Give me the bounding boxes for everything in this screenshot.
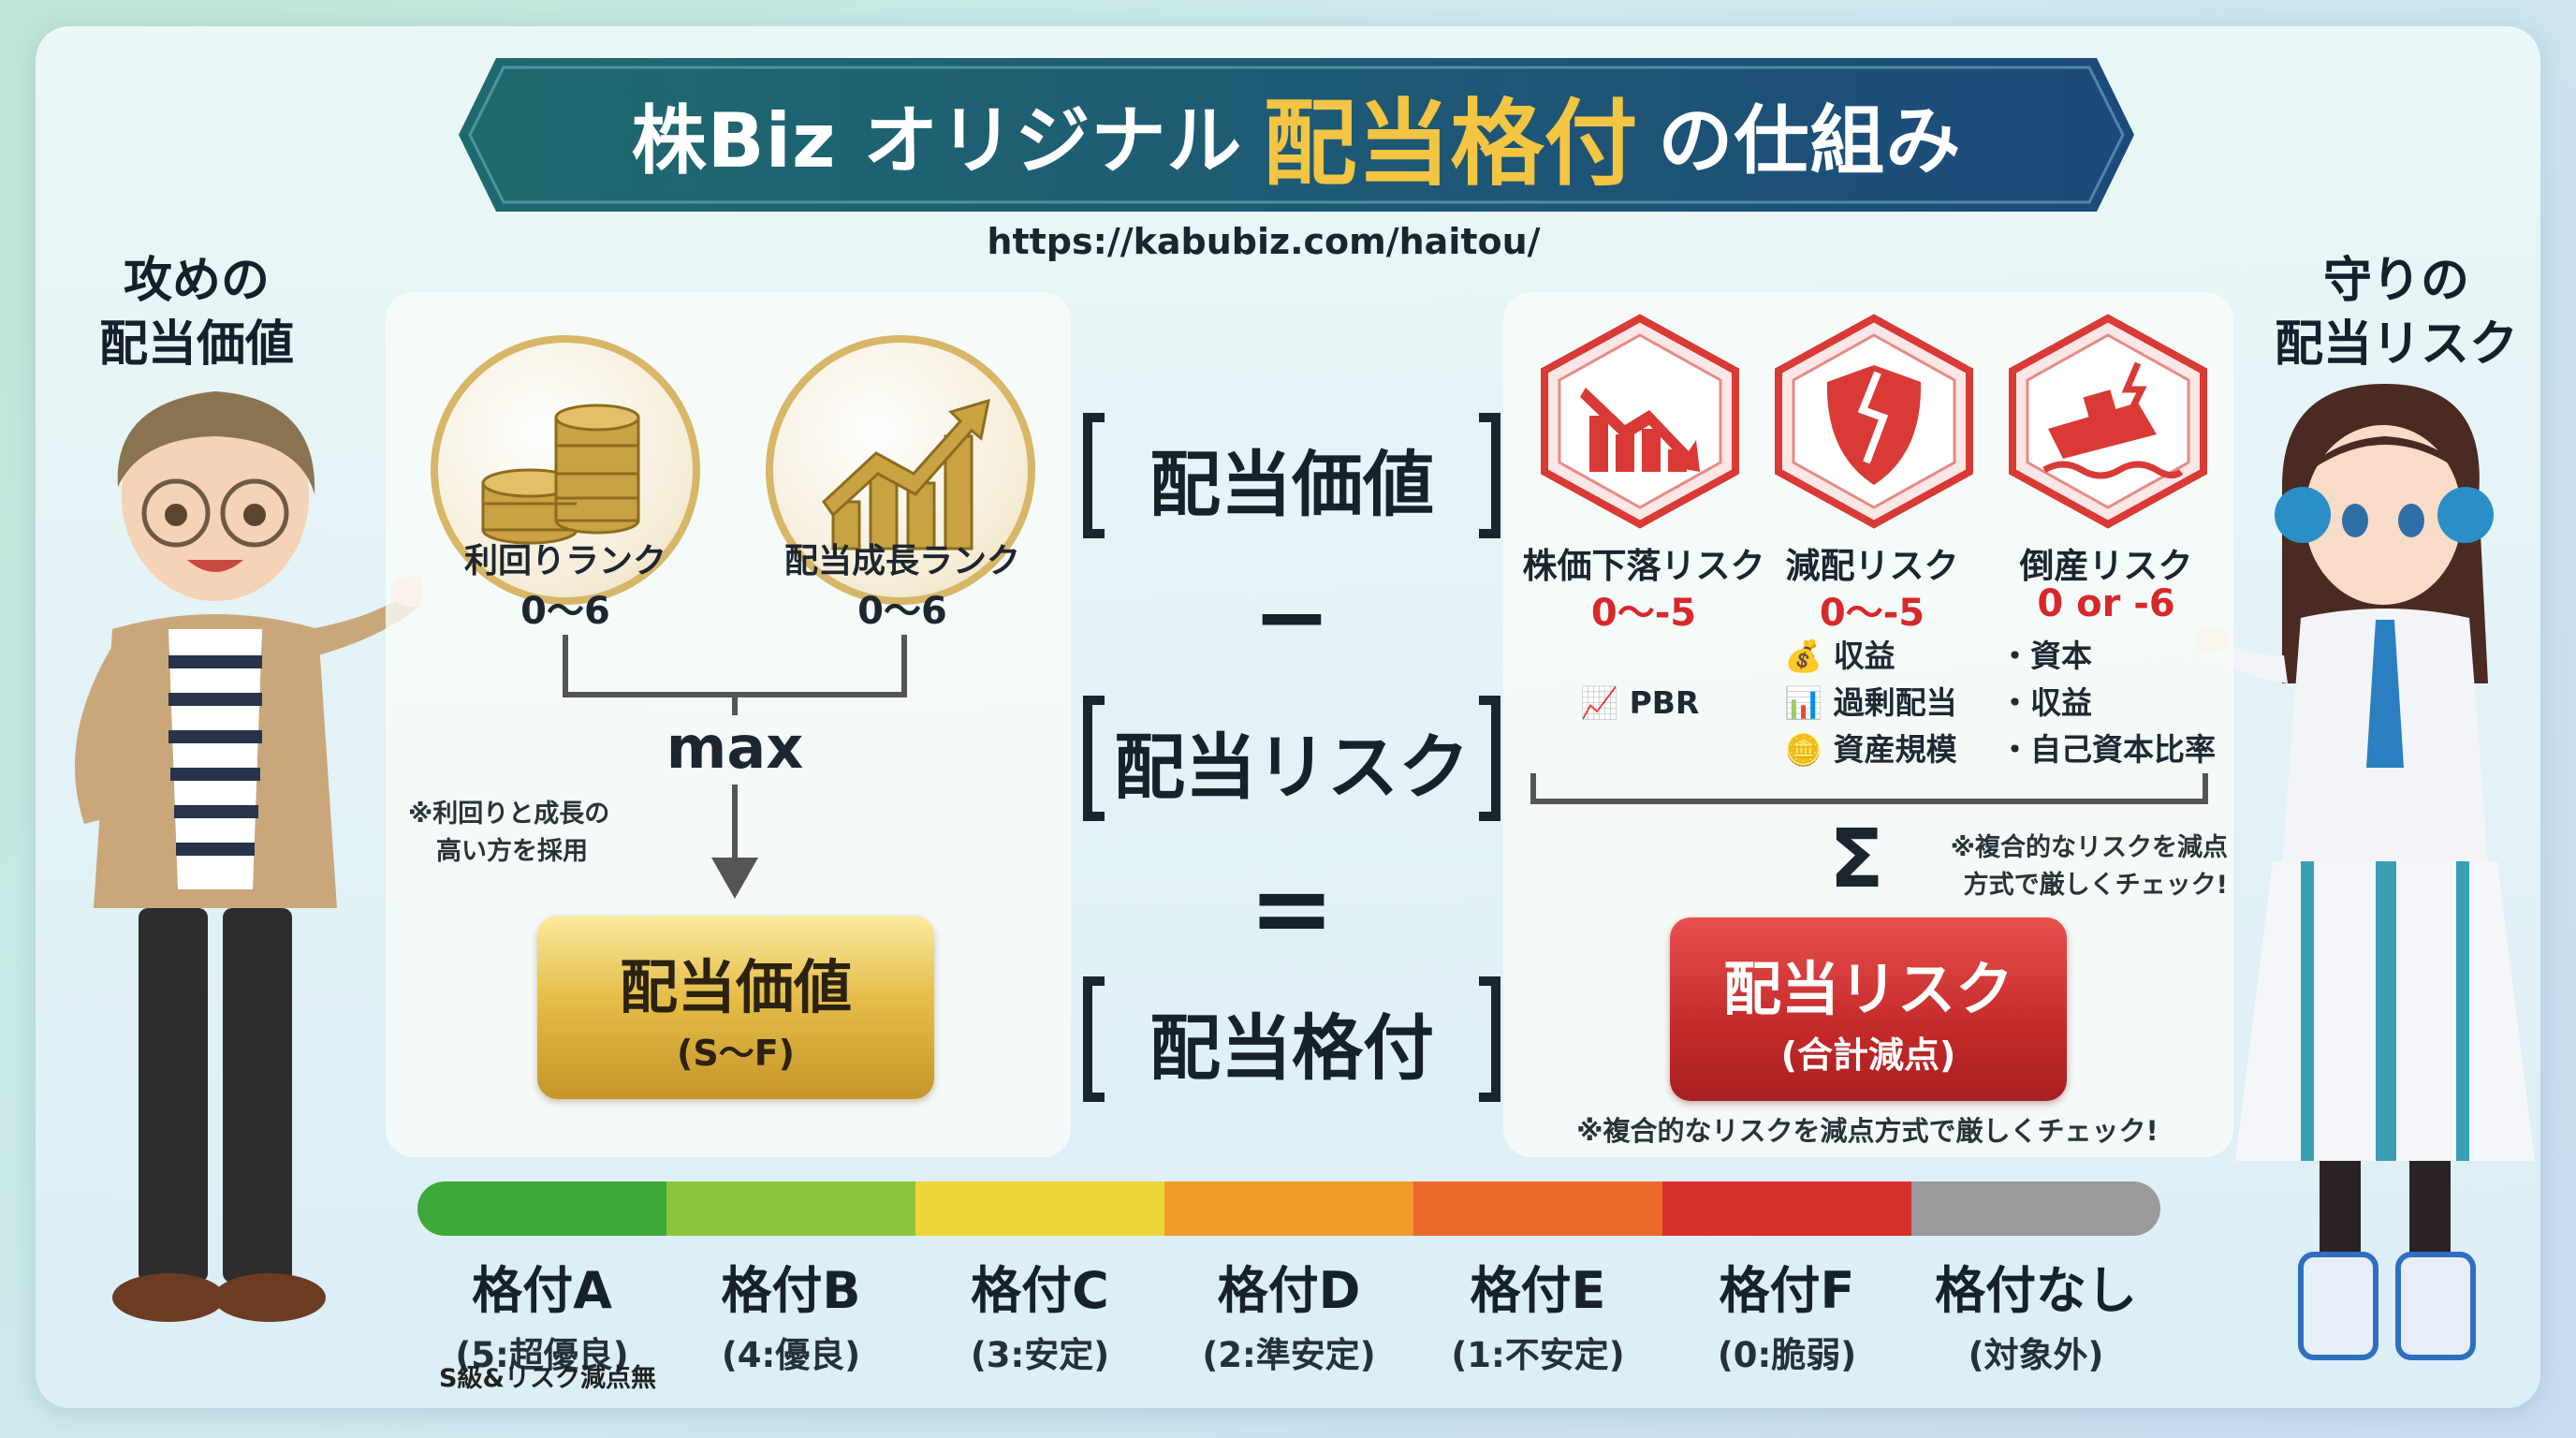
stock-drop-risk-range: 0〜-5: [1590, 592, 1697, 635]
right-label: 守りの 配当リスク: [2274, 253, 2518, 373]
grade-name: 格付なし: [1935, 1261, 2137, 1320]
money-bag-icon: 💰: [1784, 638, 1823, 674]
grade-a-note: S級&リスク減点無: [439, 1364, 656, 1393]
coins-icon: [431, 335, 700, 605]
growth-rank-range: 0〜6: [857, 590, 947, 633]
grade-5: 格付F (0:脆弱): [1665, 1249, 1909, 1377]
title-highlight: 配当格付: [1263, 88, 1638, 198]
factor-pbr: 📈 PBR: [1580, 684, 1700, 721]
max-operator: max: [666, 713, 804, 782]
value-result-box: 配当価値 (S〜F): [537, 916, 934, 1099]
growth-chart-icon: [766, 335, 1035, 605]
grade-desc: (2:準安定): [1202, 1335, 1376, 1375]
sigma-note: ※複合的なリスクを減点 方式で厳しくチェック!: [1950, 833, 2228, 900]
scale-segment-4: [1413, 1181, 1662, 1236]
formula-brackets: [1083, 413, 1500, 1102]
value-note: ※利回りと成長の 高い方を採用: [408, 800, 610, 866]
grade-4: 格付E (1:不安定): [1416, 1249, 1660, 1377]
sinking-ship-icon: [2009, 314, 2207, 529]
stock-drop-icon: [1541, 314, 1739, 529]
grade-desc: (1:不安定): [1451, 1335, 1625, 1375]
broken-shield-icon: [1775, 314, 1973, 529]
grade-name: 格付F: [1719, 1261, 1855, 1320]
max-bracket-arrow: [563, 635, 907, 899]
grade-name: 格付D: [1217, 1261, 1361, 1320]
grade-0: 格付A (5:超優良): [420, 1249, 664, 1377]
grade-6: 格付なし (対象外): [1914, 1249, 2158, 1377]
formula-minus: −: [1252, 562, 1331, 671]
dividend-cut-risk-range: 0〜-5: [1819, 592, 1925, 635]
grade-name: 格付C: [971, 1261, 1109, 1320]
title-suffix: の仕組み: [1658, 97, 1962, 184]
bar-chart-icon: 📊: [1784, 684, 1823, 721]
formula-equals: =: [1248, 848, 1336, 968]
yield-rank-label: 利回りランク: [463, 542, 666, 580]
dividend-cut-risk-label: 減配リスク: [1785, 546, 1959, 586]
woman-character-illustration: [2198, 384, 2535, 1360]
formula-risk: 配当リスク: [1114, 726, 1470, 809]
risk-result-box: 配当リスク (合計減点): [1670, 917, 2067, 1101]
man-character-illustration: [75, 391, 421, 1322]
grade-name: 格付A: [472, 1261, 612, 1320]
bankruptcy-risk-range: 0 or -6: [2037, 582, 2175, 625]
grade-desc: (0:脆弱): [1717, 1335, 1857, 1375]
grade-name: 格付B: [721, 1261, 861, 1320]
growth-rank-label: 配当成長ランク: [783, 542, 1020, 580]
chart-icon: 📈: [1580, 684, 1619, 721]
risk-sum-bracket: [1530, 773, 2208, 804]
scale-segment-6: [1911, 1181, 2160, 1236]
scale-segment-0: [417, 1181, 666, 1236]
scale-segment-2: [915, 1181, 1164, 1236]
grade-2: 格付C (3:安定): [918, 1249, 1162, 1377]
sigma-symbol: Σ: [1829, 813, 1884, 906]
yield-rank-range: 0〜6: [520, 590, 610, 633]
grade-desc: (5:超優良): [455, 1335, 629, 1375]
title-prefix: 株Biz オリジナル: [631, 97, 1243, 184]
dividend-cut-factors: 💰 収益 📊 過剰配当 🪙 資産規模: [1784, 638, 1957, 768]
coin-stack-icon: 🪙: [1784, 731, 1823, 768]
left-label: 攻めの 配当価値: [98, 253, 294, 373]
grade-desc: (4:優良): [721, 1335, 861, 1375]
title-banner: 株Biz オリジナル 配当格付 の仕組み: [459, 58, 2134, 212]
grade-3: 格付D (2:準安定): [1167, 1249, 1411, 1377]
grade-name: 格付E: [1470, 1261, 1606, 1320]
rating-scale-bar: [417, 1181, 2160, 1236]
bankruptcy-factors: ・資本 ・収益 ・自己資本比率: [1999, 638, 2216, 768]
url-text[interactable]: https://kabubiz.com/haitou/: [987, 221, 1541, 262]
scale-segment-3: [1164, 1181, 1413, 1236]
scale-segment-5: [1662, 1181, 1911, 1236]
grade-desc: (対象外): [1968, 1335, 2104, 1375]
stock-drop-risk-label: 株価下落リスク: [1522, 546, 1765, 586]
formula-value: 配当価値: [1149, 443, 1434, 526]
formula-rating: 配当格付: [1149, 1006, 1434, 1090]
bankruptcy-risk-label: 倒産リスク: [2019, 546, 2193, 586]
risk-bottom-note: ※複合的なリスクを減点方式で厳しくチェック!: [1576, 1115, 2159, 1147]
grade-1: 格付B (4:優良): [669, 1249, 913, 1377]
grade-desc: (3:安定): [970, 1335, 1110, 1375]
scale-segment-1: [666, 1181, 915, 1236]
